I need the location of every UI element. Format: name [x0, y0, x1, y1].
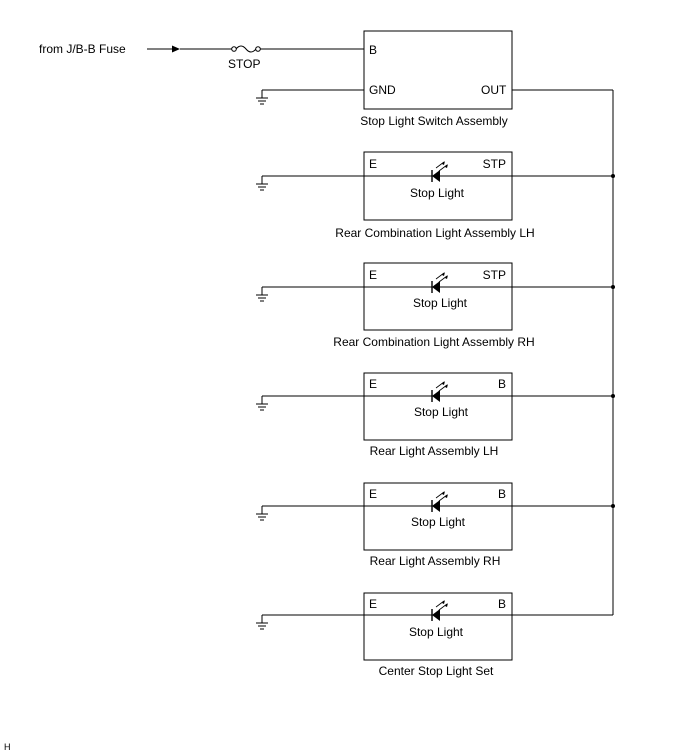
- light-assembly-rear-rh: E B Stop Light Rear Light Assembly RH: [255, 482, 615, 568]
- assembly-name: Rear Combination Light Assembly LH: [335, 226, 534, 240]
- pin-right: STP: [483, 157, 506, 171]
- inner-label: Stop Light: [413, 296, 468, 310]
- light-assembly-rear-lh: E B Stop Light Rear Light Assembly LH: [255, 372, 615, 458]
- pin-left: E: [369, 157, 377, 171]
- pin-right: B: [498, 487, 506, 501]
- pin-left: E: [369, 377, 377, 391]
- junction-dot: [611, 174, 615, 178]
- inner-label: Stop Light: [414, 405, 469, 419]
- assembly-name: Center Stop Light Set: [379, 664, 494, 678]
- switch-assembly-name: Stop Light Switch Assembly: [360, 114, 507, 128]
- source-arrow-icon: [147, 45, 180, 53]
- pin-left: E: [369, 597, 377, 611]
- fuse-icon: [231, 45, 261, 53]
- assembly-name: Rear Combination Light Assembly RH: [333, 335, 534, 349]
- assembly-name: Rear Light Assembly LH: [370, 444, 499, 458]
- pin-right: STP: [483, 268, 506, 282]
- pin-b: B: [369, 43, 377, 57]
- pin-right: B: [498, 377, 506, 391]
- pin-right: B: [498, 597, 506, 611]
- pin-left: E: [369, 487, 377, 501]
- junction-dot: [611, 285, 615, 289]
- fuse-label: STOP: [228, 57, 260, 71]
- junction-dot: [611, 504, 615, 508]
- junction-dot: [611, 394, 615, 398]
- light-assembly-center-stop: E B Stop Light Center Stop Light Set: [255, 592, 613, 678]
- assembly-name: Rear Light Assembly RH: [370, 554, 501, 568]
- figure-code: H: [4, 742, 11, 752]
- pin-out: OUT: [481, 83, 507, 97]
- inner-label: Stop Light: [409, 625, 464, 639]
- switch-assembly: B GND OUT Stop Light Switch Assembly: [360, 30, 513, 128]
- source-label: from J/B-B Fuse: [39, 42, 126, 56]
- ground-icon: [255, 89, 269, 105]
- light-assembly-rear-combination-lh: E STP Stop Light Rear Combination Light …: [255, 151, 615, 240]
- inner-label: Stop Light: [410, 186, 465, 200]
- ground-icon: [255, 286, 269, 302]
- light-assembly-rear-combination-rh: E STP Stop Light Rear Combination Light …: [255, 262, 615, 349]
- pin-left: E: [369, 268, 377, 282]
- inner-label: Stop Light: [411, 515, 466, 529]
- pin-gnd: GND: [369, 83, 396, 97]
- ground-icon: [255, 395, 269, 411]
- ground-icon: [255, 175, 269, 191]
- ground-icon: [255, 614, 269, 630]
- ground-icon: [255, 505, 269, 521]
